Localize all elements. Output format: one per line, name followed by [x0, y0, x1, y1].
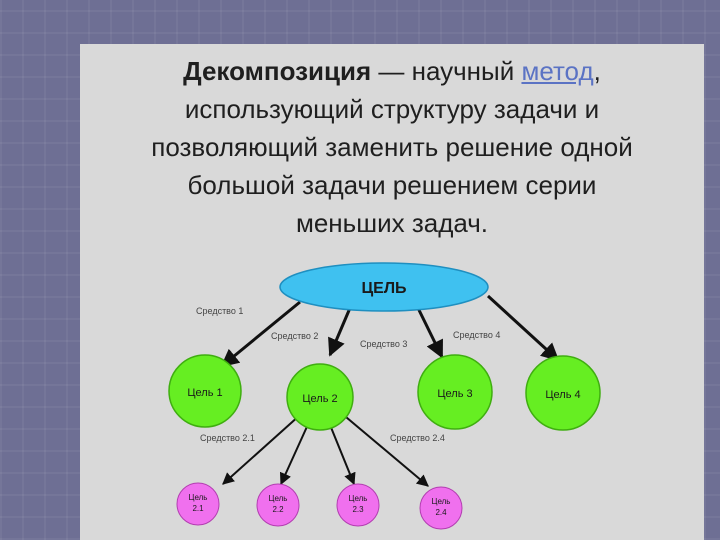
arrow-root-goal4: [486, 294, 560, 362]
subgoal-label-3-top: Цель: [349, 494, 368, 503]
means-label-4: Средство 4: [453, 330, 500, 340]
definition-line-5: меньших задач.: [295, 208, 489, 238]
sub-means-label-1: Средство 2.1: [200, 433, 255, 443]
definition-term: Декомпозиция: [183, 56, 372, 86]
arrow-goal2-sub4: [339, 411, 429, 487]
arrow-goal2-sub2: [279, 419, 311, 486]
goal-node-2: [286, 363, 354, 431]
means-label-1: Средство 1: [196, 306, 243, 316]
goal-node-4: [525, 355, 601, 431]
goal-label-2: Цель 2: [302, 393, 337, 405]
goal-label-1: Цель 1: [187, 387, 222, 399]
means-label-2: Средство 2: [271, 331, 318, 341]
subgoal-node-1: [176, 482, 220, 526]
goal-node-1: [168, 354, 242, 428]
definition-text: Декомпозиция — научный метод, использующ…: [80, 52, 704, 242]
definition-line-1: Декомпозиция — научный метод,: [80, 52, 704, 90]
arrow-root-goal2: [328, 307, 352, 357]
subgoal-label-2-bottom: 2.2: [272, 505, 284, 514]
arrow-root-goal1: [220, 300, 301, 368]
goal-node-3: [417, 354, 493, 430]
subgoal-label-4-bottom: 2.4: [435, 508, 447, 517]
subgoal-label-1-bottom: 2.1: [192, 504, 204, 513]
subgoal-label-4-top: Цель: [432, 497, 451, 506]
definition-line-3: позволяющий заменить решение одной: [151, 132, 633, 162]
subgoal-node-2: [256, 483, 300, 527]
sub-means-label-2: Средство 2.4: [390, 433, 445, 443]
definition-dash: — научный: [371, 56, 522, 86]
subgoal-node-4: [419, 486, 463, 530]
subgoal-node-3: [336, 483, 380, 527]
subgoal-label-2-top: Цель: [269, 494, 288, 503]
root-goal-node: [279, 262, 489, 312]
definition-line-4: большой задачи решением серии: [187, 170, 597, 200]
definition-comma: ,: [593, 56, 601, 86]
goal-label-4: Цель 4: [545, 389, 580, 401]
arrow-goal2-sub1: [222, 414, 301, 485]
arrow-goal2-sub3: [327, 419, 356, 486]
subgoal-label-3-bottom: 2.3: [352, 505, 364, 514]
method-link[interactable]: метод: [521, 56, 594, 86]
goal-label-3: Цель 3: [437, 388, 472, 400]
definition-line-2: использующий структуру задачи и: [184, 94, 600, 124]
root-goal-label: ЦЕЛЬ: [361, 280, 406, 297]
arrow-root-goal3: [416, 307, 444, 359]
subgoal-label-1-top: Цель: [189, 493, 208, 502]
means-label-3: Средство 3: [360, 339, 407, 349]
